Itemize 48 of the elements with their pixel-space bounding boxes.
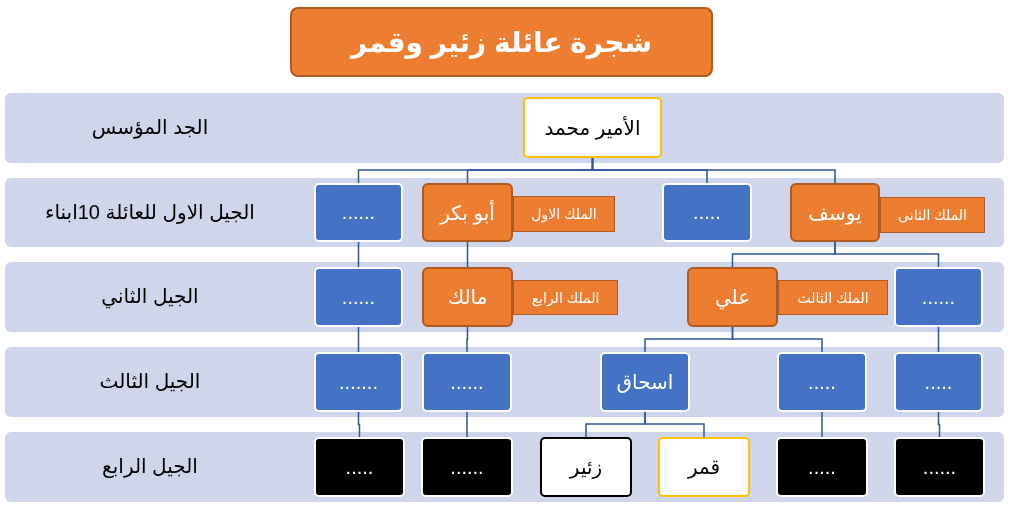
person-box: ..... <box>894 352 983 412</box>
connector-line <box>466 411 468 438</box>
generation-band <box>5 347 1004 417</box>
person-box: ..... <box>662 183 752 242</box>
connector-line <box>591 157 836 184</box>
person-box: يوسف <box>790 183 880 242</box>
connector-line <box>466 241 469 268</box>
generation-band <box>5 178 1004 247</box>
connector-line <box>466 326 469 353</box>
generation-band <box>5 262 1004 332</box>
person-box: ...... <box>894 437 985 497</box>
connector-line <box>357 326 360 353</box>
connector-line <box>937 326 940 353</box>
person-box: أبو بكر <box>422 183 513 242</box>
connector-line <box>644 411 705 438</box>
generation-label: الجيل الثاني <box>100 284 200 308</box>
person-box: ...... <box>421 437 513 497</box>
person-box: ..... <box>314 437 405 497</box>
person-box: الأمير محمد <box>523 97 662 158</box>
generation-label: الجيل الاول للعائلة 10ابناء <box>44 200 256 224</box>
generation-label: الجيل الثالث <box>98 369 202 393</box>
connector-line <box>821 411 823 438</box>
connector-line <box>834 241 940 268</box>
person-box: ..... <box>777 352 867 412</box>
person-box: ....... <box>314 352 403 412</box>
person-box: ..... <box>776 437 868 497</box>
connector-line <box>357 241 360 268</box>
person-box: زئير <box>540 437 632 497</box>
person-box: ...... <box>314 183 403 242</box>
person-box: ...... <box>422 352 512 412</box>
connector-line <box>731 326 823 353</box>
person-box: ...... <box>894 267 983 327</box>
person-box: علي <box>687 267 778 327</box>
connector-line <box>937 411 941 438</box>
generation-band <box>5 432 1004 502</box>
person-box: قمر <box>658 437 750 497</box>
person-box: اسحاق <box>600 352 690 412</box>
generation-label: الجد المؤسس <box>90 115 210 139</box>
generation-band <box>5 93 1004 163</box>
generation-label: الجيل الرابع <box>101 454 199 478</box>
person-box: مالك <box>422 267 513 327</box>
rank-label: الملك الثالث <box>778 280 888 315</box>
rank-label: الملك الرابع <box>513 280 618 315</box>
connector-line <box>357 411 361 438</box>
title-banner: شجرة عائلة زئير وقمر <box>290 7 713 77</box>
rank-label: الملك الاول <box>513 196 615 232</box>
person-box: ...... <box>314 267 403 327</box>
rank-label: الملك الثانى <box>880 197 985 233</box>
